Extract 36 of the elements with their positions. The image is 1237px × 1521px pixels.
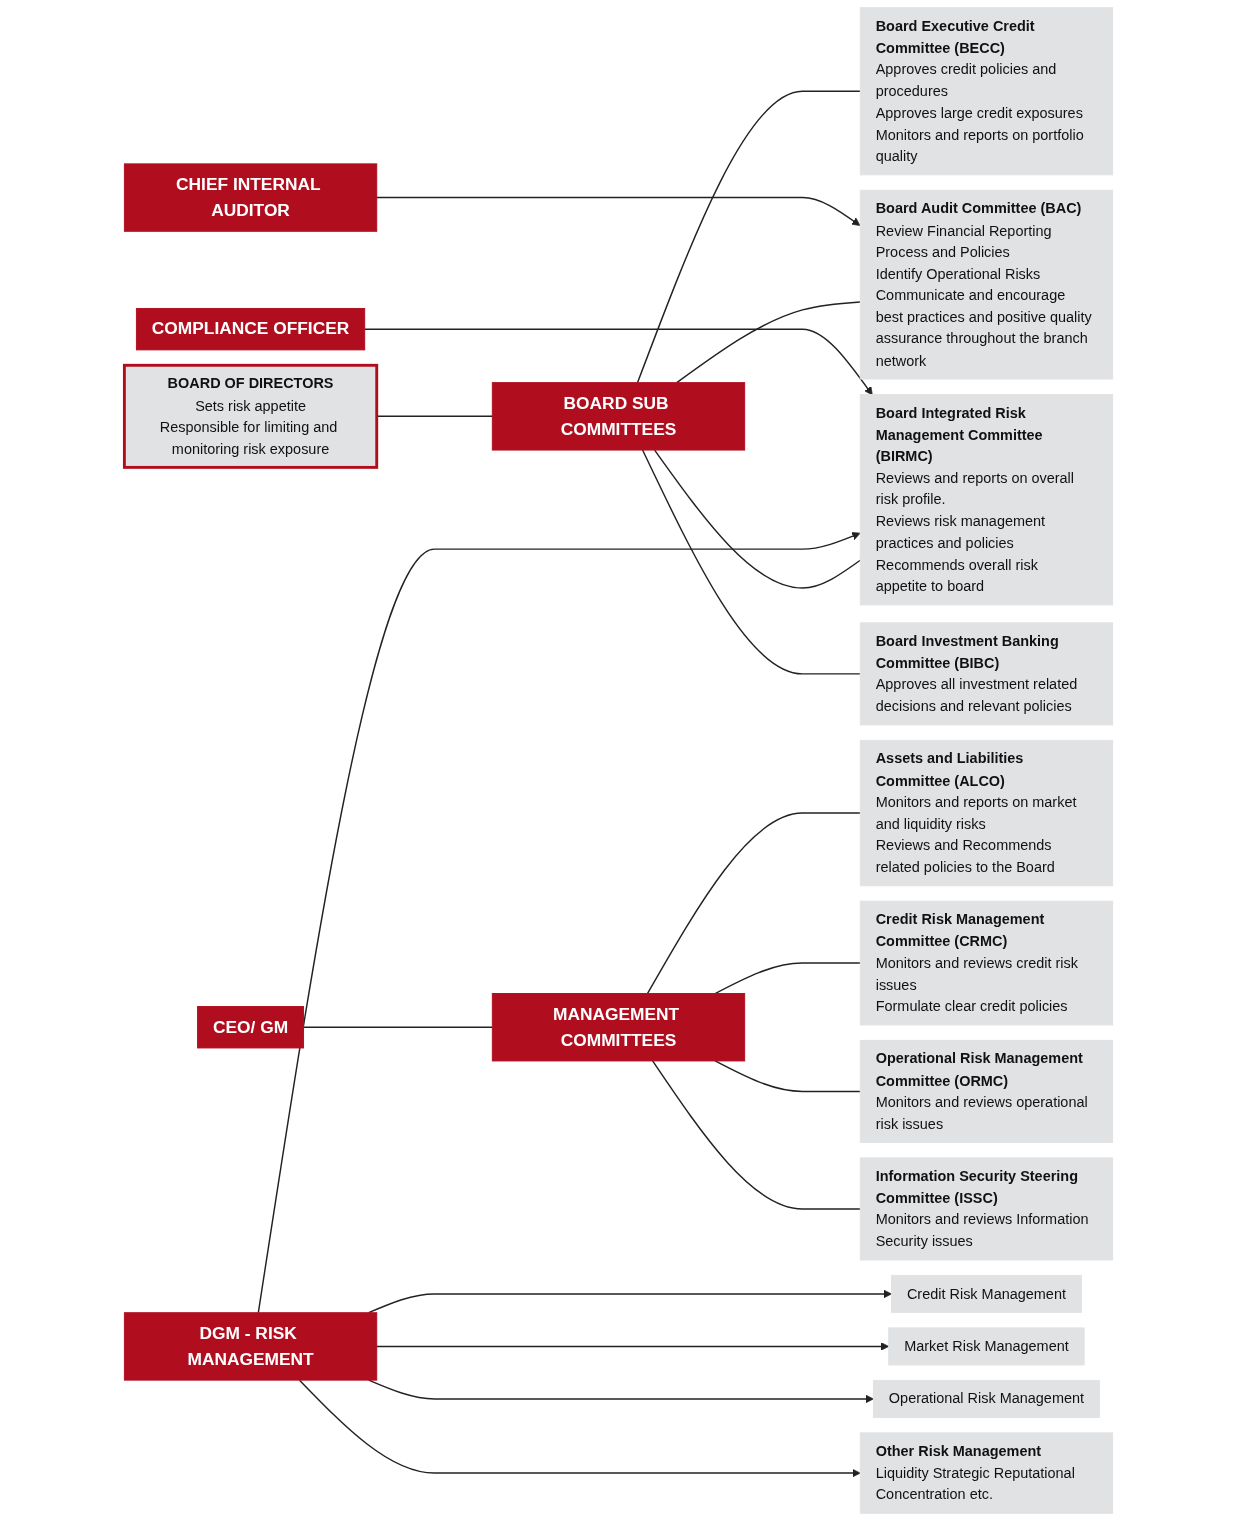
node-box: Credit Risk Management xyxy=(891,1274,1082,1313)
arrow xyxy=(363,328,873,396)
node-box: Operational Risk Management Committee (ORMC) Monitors and reviews operational risk issues xyxy=(859,1039,1114,1143)
arrow xyxy=(257,532,861,1314)
node-box: Information Security Steering Committee (ISSC) Monitors and reviews Information Security issues xyxy=(859,1157,1114,1261)
node-box: MANAGEMENT COMMITTEES xyxy=(491,993,746,1062)
connector xyxy=(653,449,861,589)
node-box: Assets and Liabilities Committee (ALCO) Monitors and reports on market and liquidity risks Reviews and Recommends related policies to the Board xyxy=(859,739,1114,887)
arrow xyxy=(298,1379,861,1478)
connector xyxy=(714,1060,861,1093)
connector xyxy=(651,1060,861,1210)
arrow xyxy=(376,1342,890,1351)
arrow xyxy=(368,1379,874,1404)
node-box: BOARD SUB COMMITTEES xyxy=(491,382,746,451)
connector xyxy=(641,449,861,675)
node-box: CEO/ GM xyxy=(197,1006,305,1049)
node-box: Other Risk Management Liquidity Strategic Reputational Concentration etc. xyxy=(859,1432,1114,1514)
node-box: Board Investment Banking Committee (BIBC) Approves all investment related decisions and relevant policies xyxy=(859,622,1114,726)
node-box: CHIEF INTERNAL AUDITOR xyxy=(123,163,378,232)
node-box: DGM - RISK MANAGEMENT xyxy=(123,1312,378,1381)
node-box: Board Executive Credit Committee (BECC) Approves credit policies and procedures Approves large credit exposures Monitors and reports on portfolio quality xyxy=(859,7,1114,176)
node-box: COMPLIANCE OFFICER xyxy=(135,307,366,351)
connector xyxy=(714,962,861,995)
connector xyxy=(636,90,861,384)
connector xyxy=(376,415,494,418)
arrow xyxy=(368,1289,892,1314)
node-box: BOARD OF DIRECTORS Sets risk appetite Responsible for limiting and monitoring risk exposure xyxy=(122,363,379,469)
connector xyxy=(302,1026,494,1028)
arrow xyxy=(376,196,861,226)
node-box: Board Audit Committee (BAC) Review Financial Reporting Process and Policies Identify Operational Risks Communicate and encourage best practices and positive quality assurance throughout the branch network xyxy=(859,189,1114,380)
node-box: Credit Risk Management Committee (CRMC) Monitors and reviews credit risk issues Formulate clear credit policies xyxy=(859,900,1114,1026)
connector xyxy=(646,812,861,995)
connector xyxy=(676,301,861,384)
node-box: Market Risk Management xyxy=(888,1327,1085,1366)
node-box: Board Integrated Risk Management Committee (BIRMC) Reviews and reports on overall risk profile. Reviews risk management practices and policies Recommends overall risk appetite to board xyxy=(859,393,1114,606)
node-box: Operational Risk Management xyxy=(872,1379,1100,1418)
